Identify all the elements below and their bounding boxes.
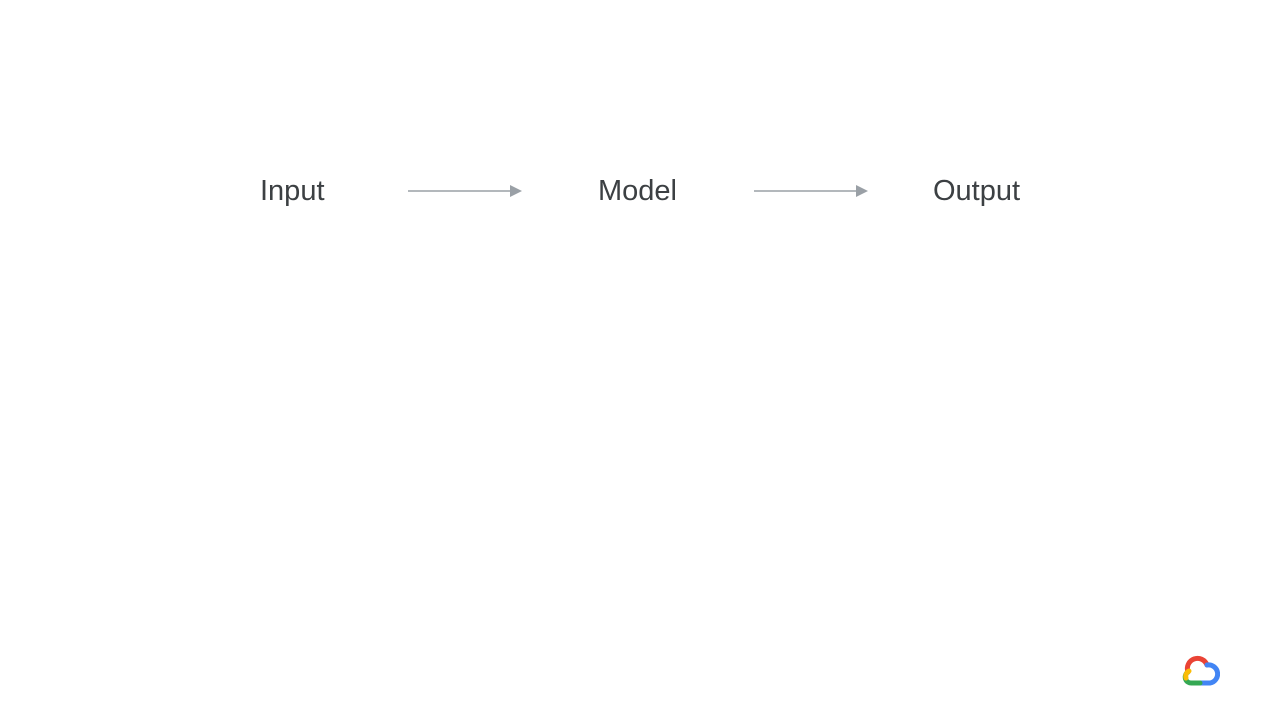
arrow-right-icon — [754, 185, 868, 197]
arrow-right-icon — [408, 185, 522, 197]
node-model-label: Model — [598, 175, 677, 207]
node-input-label: Input — [260, 175, 325, 207]
google-cloud-logo-icon — [1182, 655, 1220, 686]
node-output-label: Output — [933, 175, 1021, 207]
